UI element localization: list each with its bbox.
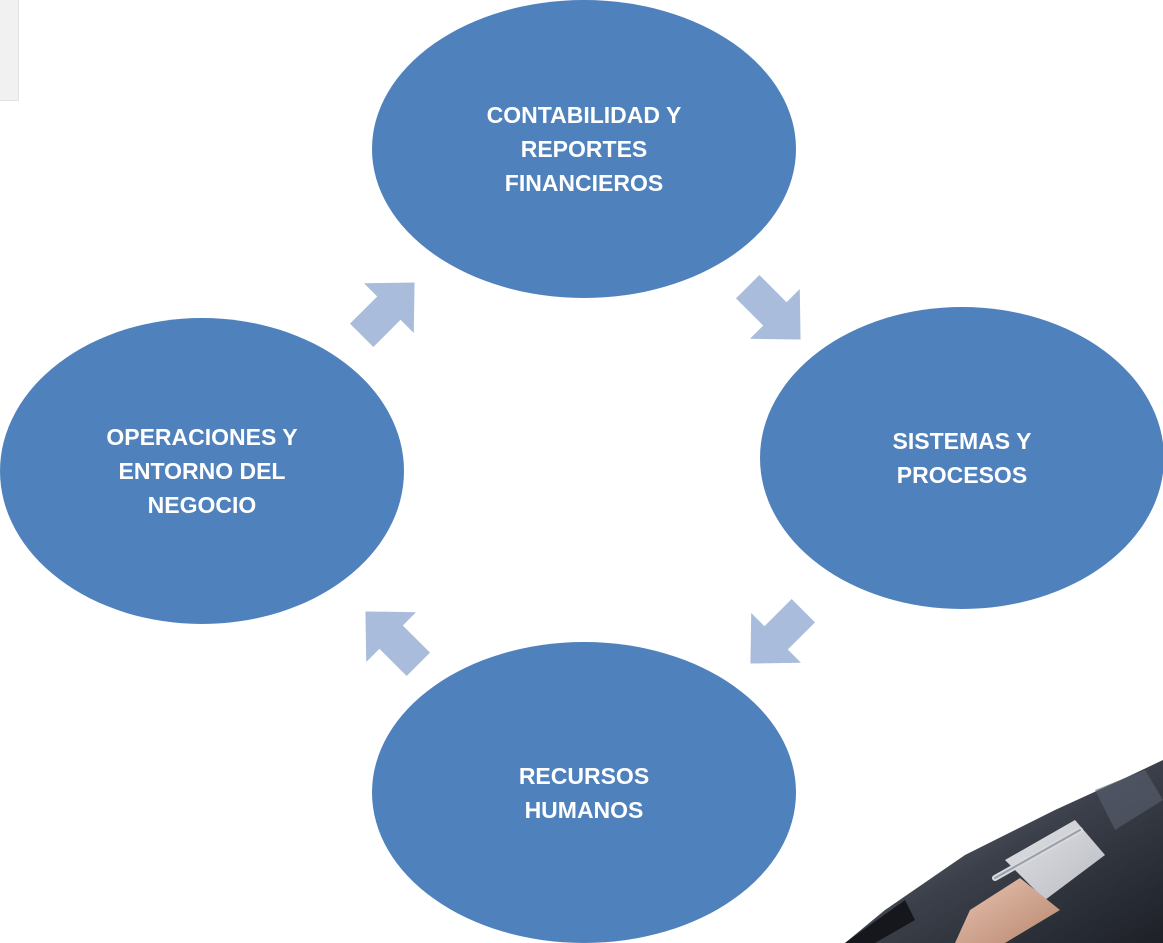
- cycle-node-label: OPERACIONES Y ENTORNO DEL NEGOCIO: [106, 424, 298, 518]
- cycle-node-sistemas: SISTEMAS Y PROCESOS: [760, 307, 1163, 609]
- corner-panel: [0, 0, 19, 101]
- cycle-arrow-icon: [330, 257, 440, 367]
- cycle-node-label: CONTABILIDAD Y REPORTES FINANCIEROS: [486, 102, 682, 196]
- cycle-node-label: RECURSOS HUMANOS: [518, 762, 650, 823]
- cycle-arrow-icon: [340, 586, 450, 696]
- cycle-node-recursos: RECURSOS HUMANOS: [372, 642, 796, 943]
- cycle-node-contabilidad: CONTABILIDAD Y REPORTES FINANCIEROS: [372, 0, 796, 298]
- cycle-arrow-icon: [716, 255, 826, 365]
- businessperson-with-pen-photo: [845, 760, 1163, 943]
- cycle-node-operaciones: OPERACIONES Y ENTORNO DEL NEGOCIO: [0, 318, 404, 624]
- cycle-arrow-icon: [725, 579, 835, 689]
- cycle-node-label: SISTEMAS Y PROCESOS: [892, 428, 1032, 488]
